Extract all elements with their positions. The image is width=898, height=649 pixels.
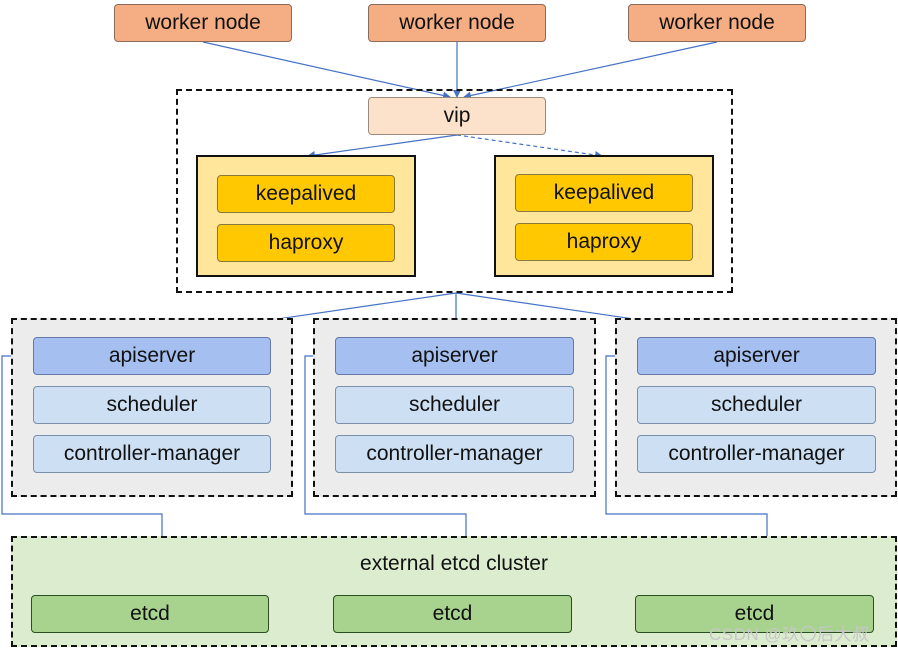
etcd-node: etcd — [635, 595, 874, 633]
watermark: CSDN @玖〇后大叔 — [709, 625, 870, 644]
scheduler-node: scheduler — [335, 386, 574, 424]
controller-manager-node: controller-manager — [33, 435, 271, 473]
keepalived-node: keepalived — [515, 174, 693, 212]
arrow-vip-lb1 — [307, 134, 458, 159]
apiserver-node: apiserver — [33, 337, 271, 375]
keepalived-node: keepalived — [217, 175, 395, 213]
worker-node: worker node — [114, 4, 292, 42]
worker-node: worker node — [628, 4, 806, 42]
arrow-worker3-vip — [463, 41, 718, 100]
load-balancer-frame — [176, 89, 733, 293]
haproxy-node: haproxy — [515, 223, 693, 261]
controller-manager-node: controller-manager — [335, 435, 574, 473]
haproxy-node: haproxy — [217, 224, 395, 262]
arrow-vip-lb2 — [456, 134, 603, 159]
scheduler-node: scheduler — [637, 386, 876, 424]
worker-node: worker node — [368, 4, 546, 42]
controller-manager-node: controller-manager — [637, 435, 876, 473]
vip-node: vip — [368, 97, 546, 135]
arrow-worker1-vip — [202, 41, 451, 100]
etcd-node: etcd — [333, 595, 572, 633]
scheduler-node: scheduler — [33, 386, 271, 424]
apiserver-node: apiserver — [637, 337, 876, 375]
etcd-cluster-title: external etcd cluster — [360, 552, 548, 575]
apiserver-node: apiserver — [335, 337, 574, 375]
etcd-node: etcd — [31, 595, 269, 633]
